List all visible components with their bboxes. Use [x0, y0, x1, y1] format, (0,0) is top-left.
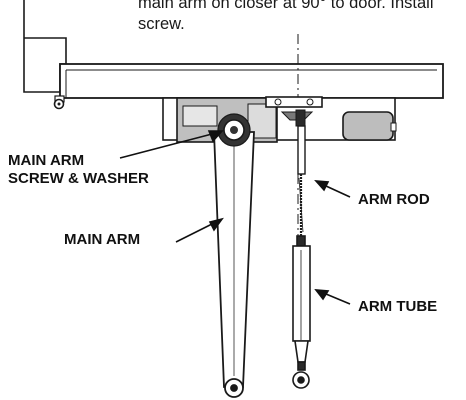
instruction-text: main arm on closer at 90° to door. Insta… [138, 0, 466, 35]
screw-leader [119, 133, 213, 159]
main-arm-screw-callout: MAIN ARM SCREW & WASHER [8, 152, 149, 188]
instruction-line-2: screw. [138, 15, 185, 33]
frame-header [59, 63, 444, 99]
hinge-pin [53, 95, 65, 110]
main-arm-screw-label-line-2: SCREW & WASHER [8, 170, 149, 187]
main-arm-screw-label-line-1: MAIN ARM [8, 152, 85, 169]
arm-rod-callout: ARM ROD [358, 191, 430, 208]
closer-body [162, 96, 397, 143]
main-arm-leader [175, 223, 213, 243]
main-arm-callout: MAIN ARM [64, 231, 141, 248]
main-arm-drawing [213, 131, 255, 398]
leader-arrows [119, 130, 351, 305]
arm-tube-leader [325, 293, 351, 305]
main-arm-screw-washer [217, 113, 251, 147]
arm-rod-leader [325, 185, 351, 198]
arm-tube-callout: ARM TUBE [358, 298, 438, 315]
instruction-line-1: main arm on closer at 90° to door. Insta… [138, 0, 434, 12]
arm-rod-drawing [295, 109, 306, 236]
arm-tube-drawing [292, 235, 311, 389]
